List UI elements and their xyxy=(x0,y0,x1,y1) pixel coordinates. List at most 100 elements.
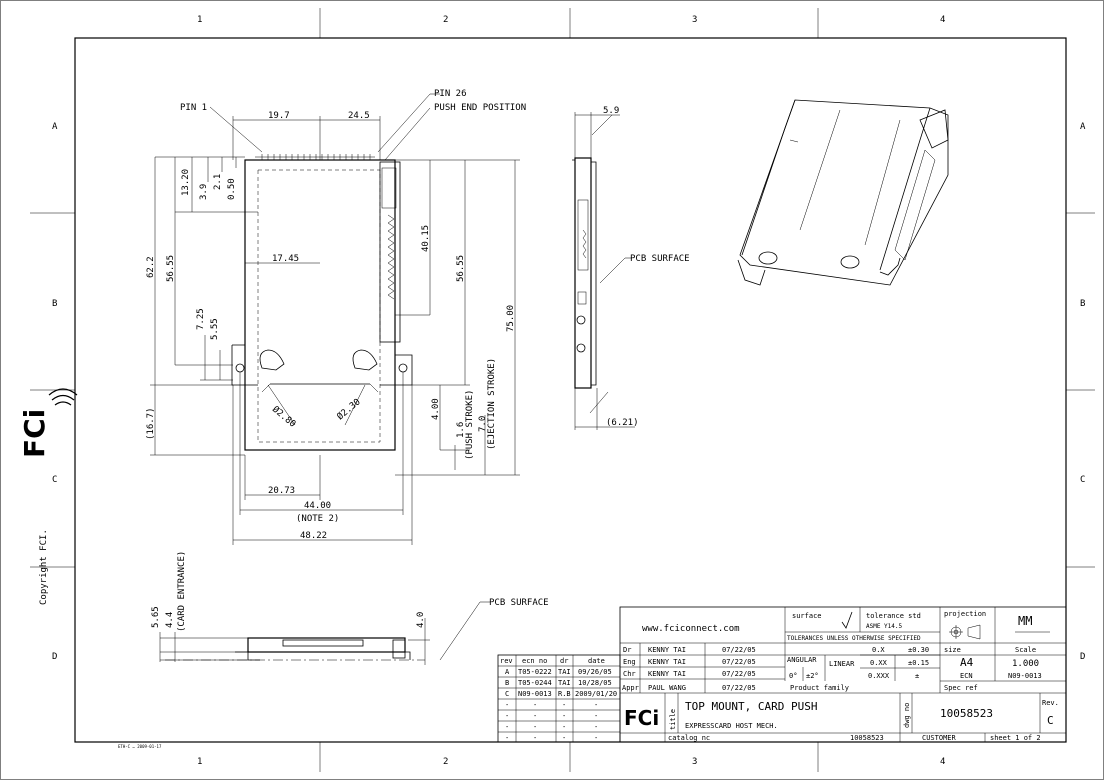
rev-cell: TAI xyxy=(558,668,571,676)
side-logo: FCi xyxy=(18,409,51,458)
row-label-right-b: B xyxy=(1080,299,1085,309)
label-pin26: PIN 26 xyxy=(434,89,467,99)
dim-19-7: 19.7 xyxy=(268,111,290,121)
row-label-left-a: A xyxy=(52,122,58,132)
rev-cell: - xyxy=(594,701,598,709)
rev-cell: 09/26/05 xyxy=(578,668,612,676)
label-pcb-surface-side: PCB SURFACE xyxy=(630,254,690,264)
copyright-text: Copyright FCI. xyxy=(39,529,49,605)
side-logo-waves xyxy=(48,388,78,406)
title-line2: EXPRESSCARD HOST MECH. xyxy=(685,722,778,730)
push-spring xyxy=(387,214,395,300)
rev-cell: - xyxy=(562,701,566,709)
push-latch xyxy=(381,167,397,209)
dim-5-65: 5.65 xyxy=(151,606,161,628)
tol-fmt-1: 0.X xyxy=(872,646,885,654)
dim-40-15: 40.15 xyxy=(421,225,431,252)
website: www.fciconnect.com xyxy=(642,624,740,634)
rev-cell: R.B xyxy=(558,690,571,698)
rev-header-rev: rev xyxy=(500,657,513,665)
dim-lines-right xyxy=(395,159,520,476)
top-view-body xyxy=(244,159,396,451)
role-chr: Chr xyxy=(623,670,636,678)
angular-val1: 0° xyxy=(789,672,797,680)
side-view-body xyxy=(574,157,592,389)
slot-right xyxy=(352,349,378,371)
rev-cell: B xyxy=(505,679,509,687)
side-view xyxy=(572,112,635,430)
dim-13-20: 13.20 xyxy=(181,169,191,196)
tolerances-note: TOLERANCES UNLESS OTHERWISE SPECIFIED xyxy=(787,635,921,642)
rev-cell: - xyxy=(505,734,509,742)
size-label: size xyxy=(944,646,961,654)
dwg-no: 10058523 xyxy=(940,707,993,720)
tol-val-1: ±0.30 xyxy=(908,646,929,654)
rev-cell: - xyxy=(533,701,537,709)
role-eng: Eng xyxy=(623,658,636,666)
name-eng: KENNY TAI xyxy=(648,658,686,666)
rev-cell: - xyxy=(562,712,566,720)
rev-cell: - xyxy=(594,734,598,742)
row-label-right-d: D xyxy=(1080,652,1085,662)
col-label-top-2: 2 xyxy=(443,15,448,25)
rev-cell: T05-0244 xyxy=(518,679,552,687)
date-dr: 07/22/05 xyxy=(722,646,756,654)
row-label-right-c: C xyxy=(1080,475,1085,485)
revision-table-text: rev ecn no dr date A T05-0222 TAI 09/26/… xyxy=(500,657,617,742)
dim-56-55-right: 56.55 xyxy=(456,255,466,282)
col-label-bottom-1: 1 xyxy=(197,757,202,767)
dim-16-7: (16.7) xyxy=(146,407,156,440)
label-push-end: PUSH END POSITION xyxy=(434,103,526,113)
col-label-bottom-4: 4 xyxy=(940,757,945,767)
col-label-top-4: 4 xyxy=(940,15,945,25)
dim-5-55: 5.55 xyxy=(210,318,220,340)
label-pin1: PIN 1 xyxy=(180,103,207,113)
rev-cell: - xyxy=(505,701,509,709)
row-label-left-d: D xyxy=(52,652,57,662)
surface-finish-icon xyxy=(841,611,853,629)
rev-cell: - xyxy=(594,723,598,731)
projection-symbol-icon xyxy=(949,624,981,640)
rev-cell: A xyxy=(505,668,510,676)
mount-flange xyxy=(231,344,413,386)
dim-4-00: 4.00 xyxy=(431,398,441,420)
spec-ref-label: Spec ref xyxy=(944,684,978,692)
rev-cell: - xyxy=(533,712,537,720)
rev-cell: - xyxy=(505,712,509,720)
dim-hole-2-80: Ø2.80 xyxy=(270,404,298,430)
customer-label: CUSTOMER xyxy=(922,734,957,742)
top-view-vertical-labels: 13.20 3.9 2.1 0.50 62.2 56.55 7.25 5.55 … xyxy=(146,169,516,460)
angular-label: ANGULAR xyxy=(787,656,817,664)
tol-val-3: ± xyxy=(915,672,919,680)
projection-label: projection xyxy=(944,610,986,618)
role-dr: Dr xyxy=(623,646,631,654)
connector-pins xyxy=(255,154,375,160)
row-label-left-b: B xyxy=(52,299,57,309)
front-view xyxy=(159,601,490,665)
tolerance-std-label: tolerance std xyxy=(866,612,921,620)
rev-cell: - xyxy=(562,723,566,731)
zone-ticks xyxy=(30,8,1095,772)
isometric-view xyxy=(737,99,949,286)
dim-4-0: 4.0 xyxy=(416,612,426,628)
col-label-bottom-2: 2 xyxy=(443,757,448,767)
dim-5-9: 5.9 xyxy=(603,106,619,116)
dim-7-25: 7.25 xyxy=(196,308,206,330)
date-chr: 07/22/05 xyxy=(722,670,756,678)
top-view-labels: PIN 1 PIN 26 PUSH END POSITION 19.7 24.5… xyxy=(180,89,526,541)
dim-1-6: 1.6 xyxy=(456,422,466,438)
dim-62-2: 62.2 xyxy=(146,256,156,278)
title-block-text: www.fciconnect.com surface tolerance std… xyxy=(622,610,1059,742)
dim-6-21: (6.21) xyxy=(606,418,639,428)
label-card-entrance: (CARD ENTRANCE) xyxy=(177,551,187,632)
rev-header-dr: dr xyxy=(560,657,568,665)
units-label: MM xyxy=(1018,614,1032,628)
dim-lines-left xyxy=(150,156,320,456)
catalog-number: 10058523 xyxy=(850,734,884,742)
rev-cell: - xyxy=(533,734,537,742)
tol-fmt-3: 0.XXX xyxy=(868,672,890,680)
title-label: title xyxy=(669,709,677,730)
rev-value: C xyxy=(1047,714,1054,727)
surface-label: surface xyxy=(792,612,822,620)
